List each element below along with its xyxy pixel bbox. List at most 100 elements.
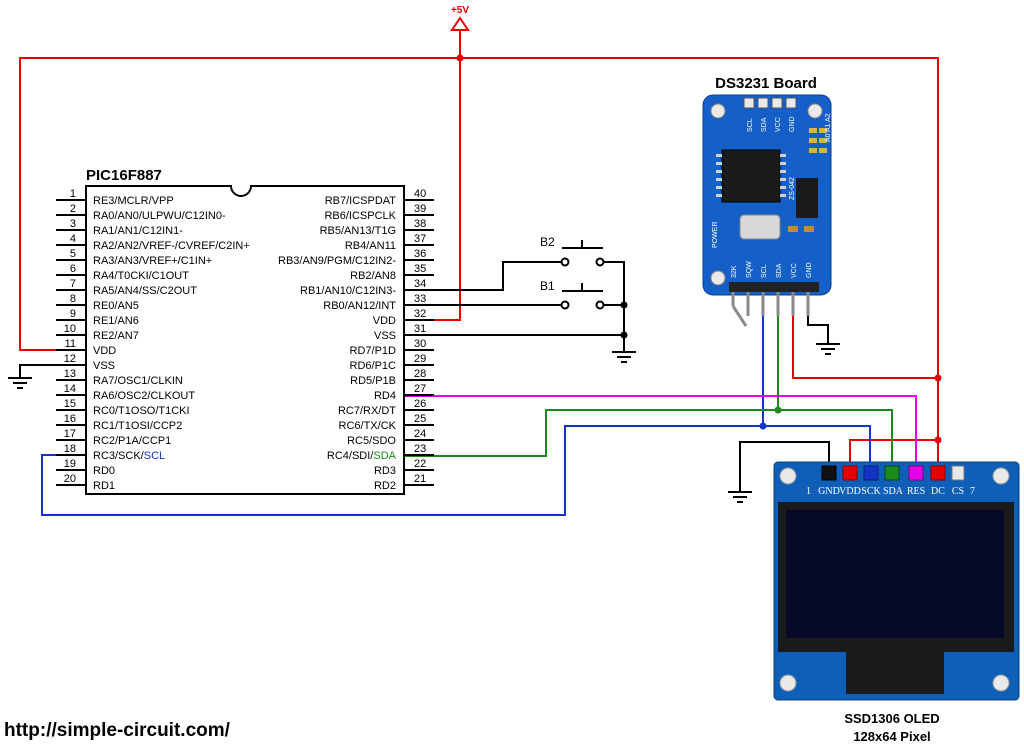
- ds3231-top-pin-label: SCL: [747, 118, 754, 132]
- mcu-pin-name: RC6/TX/CK: [339, 420, 397, 432]
- mcu-pin-number: 40: [414, 188, 426, 200]
- ds3231-top-pin-label: SDA: [761, 117, 768, 132]
- mcu-pin-number: 23: [414, 443, 426, 455]
- mcu-pin-name: RE2/AN7: [93, 330, 139, 342]
- mounting-hole: [992, 467, 1010, 485]
- mcu-pin-number: 10: [64, 323, 76, 335]
- mcu-pin-number: 34: [414, 278, 426, 290]
- rd4-res-wire: [404, 395, 917, 470]
- mcu-pin-number: 13: [64, 368, 76, 380]
- oled-pin-dc: [930, 465, 946, 481]
- vdd-pin32-wire: [404, 58, 461, 321]
- oled-pin-first-number: 1: [806, 486, 811, 497]
- mcu-pin-name: RC0/T1OSO/T1CKI: [93, 405, 190, 417]
- mcu-pin-name: RB5/AN13/T1G: [320, 225, 396, 237]
- mcu-pin-name: RB6/ICSPCLK: [324, 210, 396, 222]
- component: [788, 226, 798, 232]
- junction-dot: [934, 436, 942, 444]
- mcu-pin-number: 31: [414, 323, 426, 335]
- oled-pin-cs: [951, 465, 965, 481]
- mcu-pin-number: 20: [64, 473, 76, 485]
- mounting-hole: [779, 467, 797, 485]
- component: [804, 226, 814, 232]
- mcu-pin-name: RC4/SDI/SDA: [327, 450, 397, 462]
- address-label: A0: [825, 133, 832, 142]
- oled-pin-sck: [863, 465, 879, 481]
- mcu-pin-number: 4: [70, 233, 76, 245]
- mcu-pin-number: 26: [414, 398, 426, 410]
- mcu-pin-name: VDD: [373, 315, 396, 327]
- mcu-pin-name: RC5/SDO: [347, 435, 396, 447]
- mcu-pin-number: 30: [414, 338, 426, 350]
- mcu-pin-name: VDD: [93, 345, 116, 357]
- mcu-pin-number: 37: [414, 233, 426, 245]
- mcu-right-pins: 40RB7/ICSPDAT39RB6/ICSPCLK38RB5/AN13/T1G…: [278, 188, 434, 492]
- address-pads: [809, 128, 827, 153]
- junctions: [456, 54, 942, 444]
- mcu-left-pins: 1RE3/MCLR/VPP2RA0/AN0/ULPWU/C12IN0-3RA1/…: [56, 188, 250, 492]
- mcu-pin-name: RA0/AN0/ULPWU/C12IN0-: [93, 210, 226, 222]
- mcu-pin-name: RD7/P1D: [350, 345, 397, 357]
- ds3231-top-header: SCL SDA VCC GND: [743, 97, 797, 132]
- junction-dot: [456, 54, 464, 62]
- mcu-pin-name: RD6/P1C: [350, 360, 397, 372]
- mcu-pin-name: RE3/MCLR/VPP: [93, 195, 174, 207]
- mcu-pin-number: 1: [70, 188, 76, 200]
- component: [739, 214, 781, 240]
- b2-wire: [404, 261, 562, 291]
- scl-wire: [41, 425, 871, 516]
- mcu-pin-number: 27: [414, 383, 426, 395]
- mcu-title: PIC16F887: [86, 167, 162, 184]
- junction-dot: [774, 406, 782, 414]
- ground-icon: [8, 377, 32, 389]
- mcu-pin-number: 28: [414, 368, 426, 380]
- mcu-pin-name: RA3/AN3/VREF+/C1IN+: [93, 255, 212, 267]
- mounting-hole: [710, 103, 726, 119]
- ds3231-bottom-header: 32K SQW SCL SDA VCC GND: [729, 261, 819, 292]
- mcu-pin-name: RE1/AN6: [93, 315, 139, 327]
- header-housing: [729, 282, 819, 292]
- ds3231-bottom-pin-label: SDA: [776, 263, 783, 278]
- address-label: A1: [825, 123, 832, 132]
- mcu-pin-name: RD5/P1B: [350, 375, 396, 387]
- mcu-pin-name: RC2/P1A/CCP1: [93, 435, 171, 447]
- mcu-pin-number: 38: [414, 218, 426, 230]
- oled-vdd-wire: [849, 439, 938, 470]
- sda-wire: [404, 409, 893, 470]
- source-url: http://simple-circuit.com/: [4, 720, 231, 741]
- mcu-pin-number: 8: [70, 293, 76, 305]
- mcu-pin-name: RB2/AN8: [350, 270, 396, 282]
- mounting-hole: [992, 674, 1010, 692]
- vss-pin12-wire: [19, 364, 90, 378]
- mcu-pin-name: RB1/AN10/C12IN3-: [300, 285, 396, 297]
- mcu-pin-number: 25: [414, 413, 426, 425]
- mcu-pin-number: 22: [414, 458, 426, 470]
- mcu-pin-name: RB0/AN12/INT: [323, 300, 396, 312]
- mcu-pin-name: RC3/SCK/SCL: [93, 450, 165, 462]
- oled-pin-label-sck: SCK: [861, 486, 881, 497]
- ds3231-top-pin-label: VCC: [775, 117, 782, 132]
- module-label: ZS-042: [789, 177, 796, 200]
- mcu-pin-name: RB4/AN11: [345, 240, 396, 252]
- oled-pin-res: [908, 465, 924, 481]
- mcu-pin-name: RA7/OSC1/CLKIN: [93, 375, 183, 387]
- ds3231-bottom-pin-label: 32K: [731, 265, 738, 278]
- button-b1-label: B1: [540, 279, 555, 293]
- mcu-pin-name: RC7/RX/DT: [338, 405, 396, 417]
- mcu-pin-name: VSS: [374, 330, 396, 342]
- ds3231-vcc-wire: [792, 290, 938, 379]
- eeprom-ic: [796, 178, 818, 218]
- mcu-pin-name: RD4: [374, 390, 396, 402]
- mcu-pin-name: RB7/ICSPDAT: [325, 195, 397, 207]
- button-b2: [560, 240, 605, 267]
- ds3231-ic: [721, 149, 781, 203]
- mcu-pin-number: 24: [414, 428, 426, 440]
- button-b1: [560, 283, 605, 310]
- junction-dot: [759, 422, 767, 430]
- vdd-rail-wire: [459, 30, 939, 463]
- power-label: POWER: [712, 222, 719, 248]
- mcu-pin-number: 21: [414, 473, 426, 485]
- ds3231-bottom-pin-label: GND: [806, 262, 813, 278]
- mcu-pin-name: RA4/T0CKI/C1OUT: [93, 270, 189, 282]
